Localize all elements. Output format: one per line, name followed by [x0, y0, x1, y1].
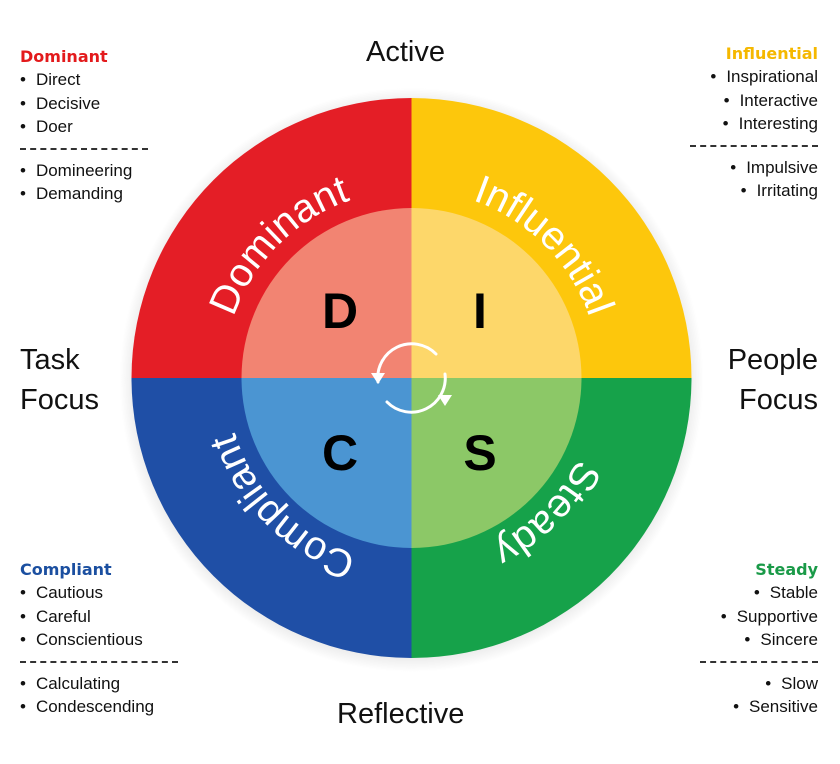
quadrant-influential-inner: [411, 208, 582, 378]
trait-item: Decisive: [20, 92, 210, 116]
axis-label-people: People: [727, 344, 818, 376]
axis-label-task: Task: [20, 344, 80, 376]
letter-c: C: [322, 425, 358, 481]
cycle-arrows-icon: [376, 342, 447, 414]
trait-item: Sincere: [628, 628, 818, 652]
trait-item: Cautious: [20, 581, 210, 605]
letter-d: D: [322, 283, 358, 339]
axis-label-people-focus: People Focus: [728, 340, 818, 420]
weakness-item: Irritating: [628, 179, 818, 203]
dominant-traits: Direct Decisive Doer: [20, 68, 210, 139]
panel-compliant-title: Compliant: [20, 560, 112, 579]
axis-label-reflective: Reflective: [337, 698, 465, 730]
trait-item: Stable: [628, 581, 818, 605]
weakness-item: Domineering: [20, 159, 210, 183]
panel-compliant: Compliant Cautious Careful Conscientious…: [20, 559, 210, 719]
dominant-weaknesses: Domineering Demanding: [20, 159, 210, 206]
dashed-divider: [690, 144, 818, 147]
weakness-item: Condescending: [20, 695, 210, 719]
axis-label-task-focus: Task Focus: [20, 340, 99, 420]
trait-item: Doer: [20, 115, 210, 139]
quadrant-dominant-inner: [241, 208, 412, 378]
quadrant-compliant-inner: [241, 378, 412, 548]
trait-item: Conscientious: [20, 628, 210, 652]
panel-dominant-title: Dominant: [20, 47, 108, 66]
trait-item: Careful: [20, 605, 210, 629]
weakness-item: Calculating: [20, 672, 210, 696]
weakness-item: Sensitive: [628, 695, 818, 719]
arrowhead-icons: [371, 373, 452, 406]
dashed-divider: [700, 660, 818, 663]
axis-label-focus-left: Focus: [20, 384, 99, 416]
letter-s: S: [463, 425, 496, 481]
steady-weaknesses: Slow Sensitive: [628, 672, 818, 719]
weakness-item: Demanding: [20, 182, 210, 206]
steady-traits: Stable Supportive Sincere: [628, 581, 818, 652]
weakness-item: Impulsive: [628, 156, 818, 180]
panel-steady-title: Steady: [755, 560, 818, 579]
panel-influential-title: Influential: [725, 44, 818, 63]
weakness-item: Slow: [628, 672, 818, 696]
influential-traits: Inspirational Interactive Interesting: [628, 65, 818, 136]
trait-item: Direct: [20, 68, 210, 92]
trait-item: Interactive: [628, 89, 818, 113]
influential-weaknesses: Impulsive Irritating: [628, 156, 818, 203]
compliant-traits: Cautious Careful Conscientious: [20, 581, 210, 652]
letter-i: I: [473, 283, 487, 339]
trait-item: Inspirational: [628, 65, 818, 89]
quadrant-steady-inner: [411, 378, 582, 548]
panel-dominant: Dominant Direct Decisive Doer Domineerin…: [20, 46, 210, 206]
compliant-weaknesses: Calculating Condescending: [20, 672, 210, 719]
panel-steady: Steady Stable Supportive Sincere Slow Se…: [628, 559, 818, 719]
dashed-divider: [20, 660, 178, 663]
axis-label-active: Active: [366, 36, 445, 68]
trait-item: Interesting: [628, 112, 818, 136]
axis-label-focus-right: Focus: [739, 384, 818, 416]
trait-item: Supportive: [628, 605, 818, 629]
panel-influential: Influential Inspirational Interactive In…: [628, 43, 818, 203]
dashed-divider: [20, 147, 148, 150]
